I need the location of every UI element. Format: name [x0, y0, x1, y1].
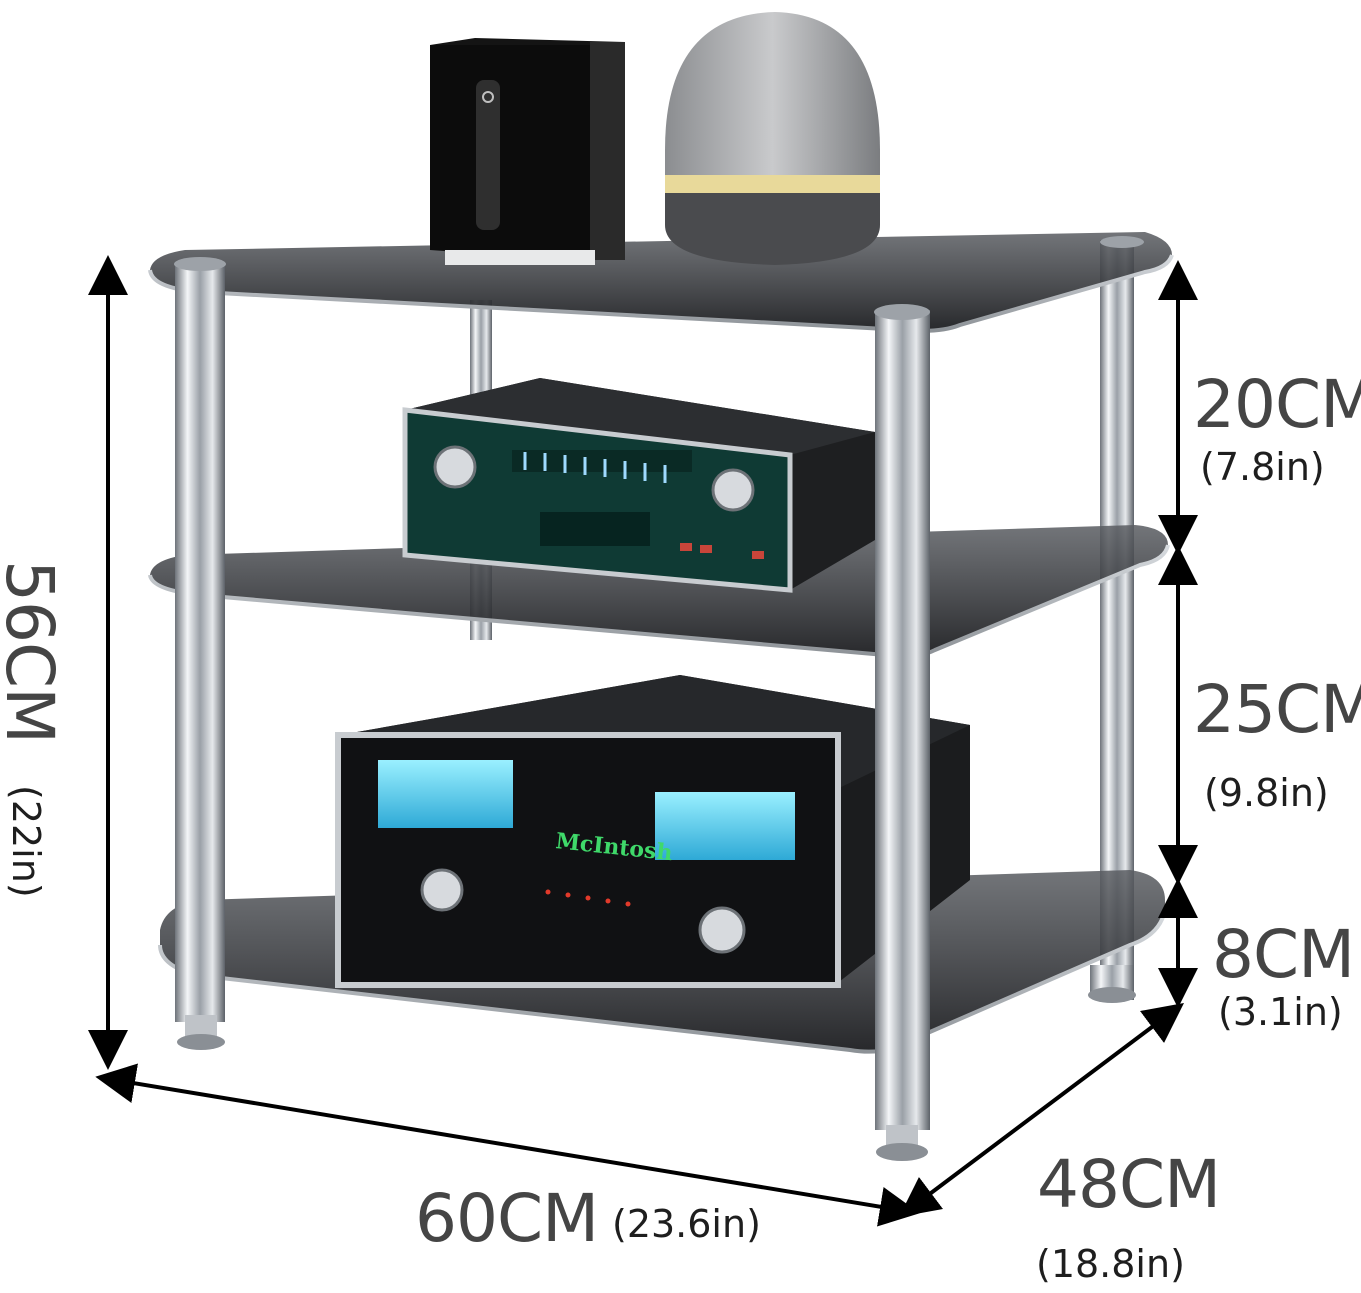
total-height-metric-label: 56CM	[0, 560, 68, 744]
width-metric-label: 60CM	[415, 1180, 599, 1257]
bottom-gap-imperial-label: (3.1in)	[1218, 990, 1343, 1034]
bottom-gap-metric-label: 8CM	[1212, 916, 1355, 993]
tuner-unit	[402, 378, 875, 593]
power-amplifier: McIntosh	[335, 675, 970, 988]
top-gap-imperial-label: (7.8in)	[1200, 445, 1325, 489]
depth-arrow	[899, 1002, 1184, 1218]
middle-gap-metric-label: 25CM	[1193, 671, 1361, 748]
width-imperial-label: (23.6in)	[612, 1202, 761, 1246]
black-speaker	[430, 38, 625, 265]
smart-speaker	[665, 12, 880, 265]
top-gap-metric-label: 20CM	[1193, 366, 1361, 443]
top-shelf	[148, 232, 1174, 333]
dimension-arrows	[88, 255, 1198, 1227]
depth-imperial-label: (18.8in)	[1036, 1242, 1185, 1286]
total-height-imperial-label: (22in)	[4, 785, 48, 898]
depth-metric-label: 48CM	[1037, 1146, 1221, 1223]
front-posts	[174, 236, 1144, 1161]
width-arrow	[95, 1063, 920, 1227]
middle-gap-imperial-label: (9.8in)	[1204, 771, 1329, 815]
